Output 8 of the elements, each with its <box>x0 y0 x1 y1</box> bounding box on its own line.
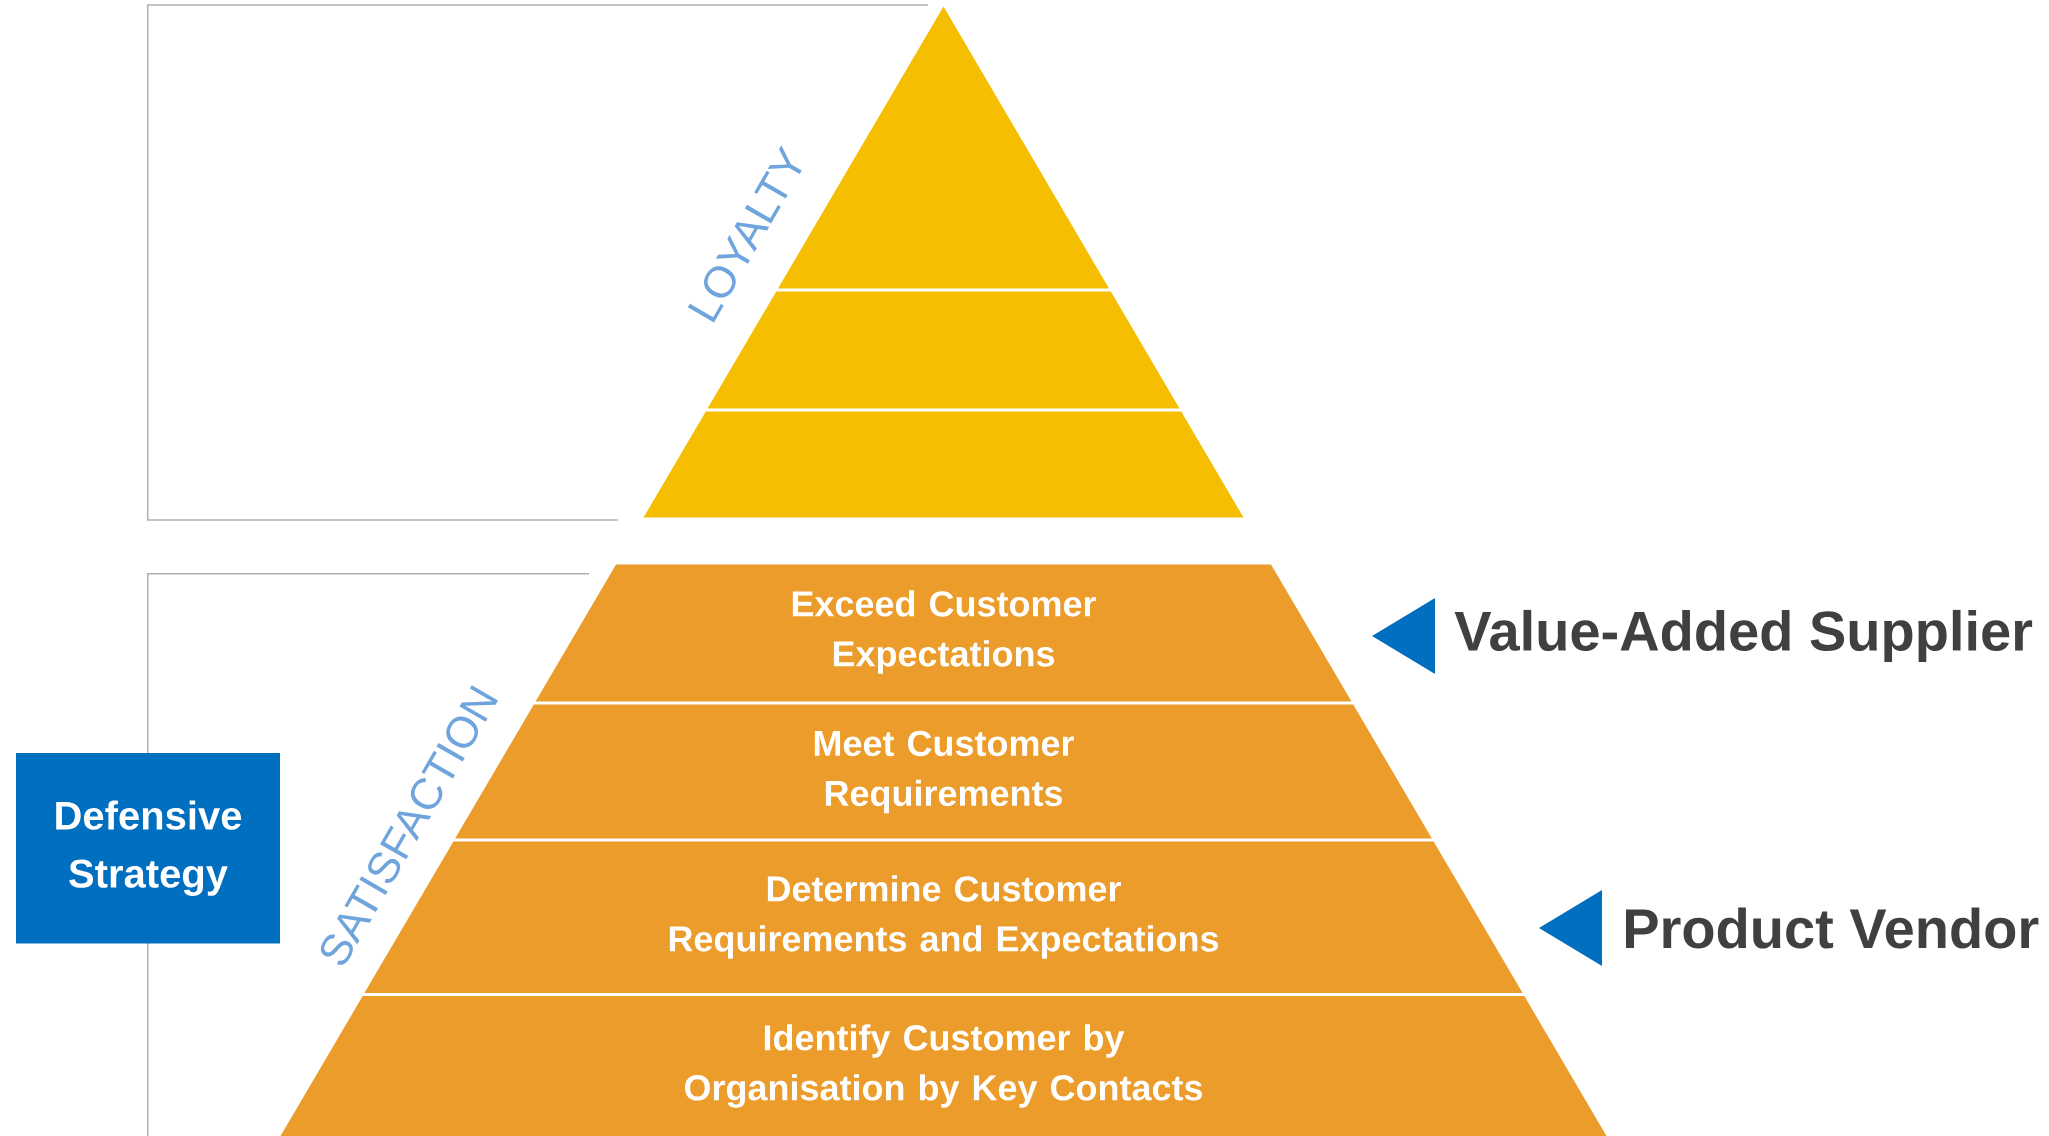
pyramid-layer: Exceed Customer Expectations <box>535 564 1352 702</box>
strategy-box: Defensive Strategy <box>16 752 280 944</box>
pyramid-layer <box>643 411 1244 518</box>
pointer-triangle <box>1539 890 1602 966</box>
pointer-triangle <box>1372 598 1435 674</box>
side-label: Product Vendor <box>1625 907 2039 949</box>
pyramid-layer: Identify Customer by Organisation by Key Contacts <box>280 996 1607 1136</box>
side-label: Value-Added Supplier <box>1454 609 2033 663</box>
